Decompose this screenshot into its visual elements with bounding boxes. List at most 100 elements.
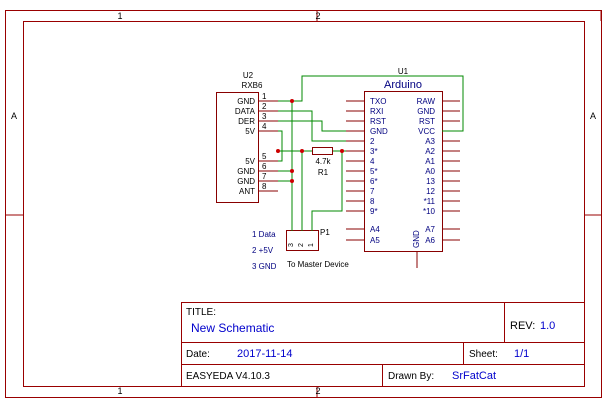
u2-pin6-name: GND bbox=[237, 167, 255, 176]
u2-pin6-num: 6 bbox=[262, 162, 267, 171]
title-block bbox=[181, 302, 585, 387]
u1-left-pin-8: 5* bbox=[370, 167, 378, 176]
u2-ref: U2 bbox=[243, 71, 254, 80]
date-label: Date: bbox=[186, 349, 210, 360]
p1-label: To Master Device bbox=[287, 260, 349, 269]
component-r1[interactable]: 4.7k R1 bbox=[312, 147, 333, 178]
r1-value: 4.7k bbox=[315, 157, 331, 166]
frame-col-label-bottom-2: 2 bbox=[315, 386, 320, 396]
u1-left-pin-7: 4 bbox=[370, 157, 375, 166]
u1-right-pin-10: 12 bbox=[426, 187, 435, 196]
u2-pin5-num: 5 bbox=[262, 152, 267, 161]
p1-ref: P1 bbox=[320, 228, 330, 237]
p1-legend-1: 1 Data bbox=[252, 230, 276, 239]
u1-left-pin-2: RXI bbox=[370, 107, 383, 116]
u2-pin1-num: 1 bbox=[262, 92, 267, 101]
u1-ref: U1 bbox=[398, 67, 409, 76]
u2-pin7-name: GND bbox=[237, 177, 255, 186]
u2-pin4-num: 4 bbox=[262, 122, 267, 131]
u1-left-pin-4: GND bbox=[370, 127, 388, 136]
u1-left-pin-5: 2 bbox=[370, 137, 375, 146]
u1-right-pin-4: VCC bbox=[418, 127, 435, 136]
software-label: EASYEDA V4.10.3 bbox=[186, 371, 270, 382]
u2-pin1-name: GND bbox=[237, 97, 255, 106]
drawn-by-value: SrFatCat bbox=[452, 370, 496, 382]
junction-dot bbox=[290, 179, 294, 183]
p1-pin-2: 2 bbox=[298, 243, 305, 247]
u1-left-pin-3: RST bbox=[370, 117, 386, 126]
u1-value: Arduino bbox=[384, 79, 422, 91]
u2-pin3-num: 3 bbox=[262, 112, 267, 121]
u1-right-pin-12: *10 bbox=[423, 207, 436, 216]
u1-left-pin-6: 3* bbox=[370, 147, 378, 156]
u1-left-pin-10: 7 bbox=[370, 187, 375, 196]
junction-dot bbox=[290, 169, 294, 173]
title-value: New Schematic bbox=[191, 321, 274, 335]
junction-dot bbox=[276, 149, 280, 153]
title-label: TITLE: bbox=[186, 307, 216, 318]
u1-left-pin-11: 8 bbox=[370, 197, 375, 206]
u2-pin7-num: 7 bbox=[262, 172, 267, 181]
u2-pin8-num: 8 bbox=[262, 182, 267, 191]
sheet-value: 1/1 bbox=[514, 348, 529, 360]
rev-label: REV: bbox=[510, 320, 535, 332]
u1-right-pin-3: RST bbox=[419, 117, 435, 126]
p1-legend-2: 2 +5V bbox=[252, 246, 274, 255]
p1-pin-1: 1 bbox=[308, 243, 315, 247]
u1-right-pin-7: A1 bbox=[425, 157, 435, 166]
u2-pin4-name: 5V bbox=[245, 127, 255, 136]
junction-dot bbox=[300, 149, 304, 153]
r1-body bbox=[312, 147, 333, 155]
u2-body bbox=[216, 92, 259, 203]
wire-gnd-arduino bbox=[278, 120, 346, 132]
wire-data bbox=[278, 110, 346, 142]
rev-value: 1.0 bbox=[540, 320, 555, 332]
u1-right-pin-8: A0 bbox=[425, 167, 435, 176]
frame-col-label-top-2: 2 bbox=[315, 11, 320, 21]
u1-left-pin-a5: A5 bbox=[370, 236, 380, 245]
frame-row-label-right: A bbox=[590, 111, 596, 121]
u1-bottom-pin-gnd: GND bbox=[412, 230, 421, 248]
frame-row-label-left: A bbox=[11, 111, 17, 121]
u2-value: RXB6 bbox=[242, 81, 263, 90]
u1-right-pin-11: *11 bbox=[424, 197, 436, 206]
frame-col-label-top-1: 1 bbox=[117, 11, 122, 21]
u1-right-pin-2: GND bbox=[417, 107, 435, 116]
u1-right-pin-a6: A6 bbox=[425, 236, 435, 245]
u2-pin5-name: 5V bbox=[245, 157, 255, 166]
u1-right-pin-1: RAW bbox=[417, 97, 436, 106]
u2-pin3-name: DER bbox=[238, 117, 255, 126]
p1-pin-3: 3 bbox=[288, 243, 295, 247]
wire-p1-data bbox=[311, 151, 343, 231]
sheet-frame bbox=[5, 10, 602, 398]
sheet-label: Sheet: bbox=[469, 349, 498, 360]
u2-pin8-name: ANT bbox=[239, 187, 255, 196]
component-p1[interactable]: P1 3 2 1 To Master Device bbox=[286, 228, 350, 269]
frame-col-label-bottom-1: 1 bbox=[117, 386, 122, 396]
u1-right-pin-5: A3 bbox=[425, 137, 435, 146]
junction-dot bbox=[290, 99, 294, 103]
u1-left-pin-9: 6* bbox=[370, 177, 378, 186]
u1-right-pin-6: A2 bbox=[425, 147, 435, 156]
r1-ref: R1 bbox=[318, 168, 329, 177]
u1-left-pin-a4: A4 bbox=[370, 225, 380, 234]
wire-vcc bbox=[292, 75, 464, 132]
drawn-by-label: Drawn By: bbox=[388, 371, 434, 382]
u1-left-pin-12: 9* bbox=[370, 207, 378, 216]
u1-right-pin-9: 13 bbox=[426, 177, 435, 186]
junctions bbox=[276, 99, 344, 183]
component-u1[interactable]: U1 Arduino bbox=[346, 67, 460, 268]
p1-legend-3: 3 GND bbox=[252, 262, 277, 271]
wire-5v-bridge bbox=[278, 130, 283, 162]
u1-body bbox=[364, 91, 443, 252]
component-u2[interactable]: U2 RXB6 GND DATA DER 5V 5V GND GND ANT 1… bbox=[216, 71, 279, 203]
junction-dot bbox=[340, 149, 344, 153]
u2-pin2-num: 2 bbox=[262, 102, 267, 111]
u1-left-pin-1: TXO bbox=[370, 97, 386, 106]
date-value: 2017-11-14 bbox=[237, 348, 292, 360]
p1-legend: 1 Data 2 +5V 3 GND bbox=[252, 230, 277, 271]
u1-right-pin-a7: A7 bbox=[425, 225, 435, 234]
u2-pin2-name: DATA bbox=[235, 107, 256, 116]
